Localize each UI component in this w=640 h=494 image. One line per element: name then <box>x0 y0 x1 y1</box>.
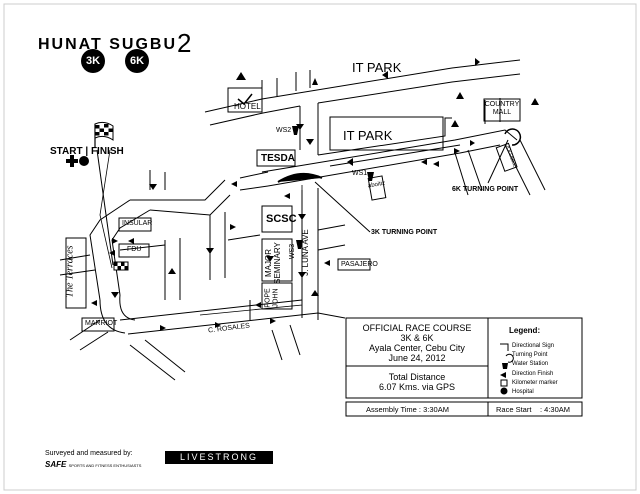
surveyed-by: Surveyed and measured by: <box>45 450 133 457</box>
legend-title: Legend: <box>509 326 541 335</box>
first-aid-icon <box>66 155 89 167</box>
title-number: 2 <box>177 28 194 58</box>
route-line <box>99 149 303 316</box>
marriott-block <box>81 317 115 332</box>
scsc-block <box>261 205 293 233</box>
label-it-park-top: IT PARK <box>352 60 402 75</box>
aboitiz-block <box>367 175 387 201</box>
label-insular: INSULAR <box>122 220 153 227</box>
badge-6k <box>125 49 149 73</box>
hotel-block <box>227 87 263 113</box>
pointer-start <box>96 149 114 266</box>
pasajero-block <box>337 258 371 271</box>
major-seminary-block <box>261 238 293 282</box>
label-tesda: TESDA <box>261 153 295 164</box>
legend-list: Directional Sign Turning Point Water Sta… <box>512 343 558 396</box>
livestrong-logo <box>165 451 273 464</box>
info-course: OFFICIAL RACE COURSE 3K & 6K Ayala Cente… <box>362 323 472 363</box>
pope-john-block <box>261 282 293 310</box>
times-box <box>345 401 583 417</box>
turn-3k-marker <box>277 172 323 183</box>
jollibee-block <box>495 142 518 172</box>
badge-3k <box>81 49 105 73</box>
terraces-block <box>65 237 87 309</box>
it-park-block <box>329 116 444 151</box>
label-scsc: SCSC <box>266 213 297 225</box>
label-fdu: FDU <box>127 246 142 253</box>
label-start-finish: START | FINISH <box>50 146 124 157</box>
label-ws1: WS1 <box>352 170 368 177</box>
info-box <box>345 317 583 399</box>
checkered-flag-icon <box>94 121 114 148</box>
title-main: HUNAT SUGBU <box>38 36 178 53</box>
label-terraces: The Terraces <box>64 245 76 298</box>
assembly-time: Assembly Time : 3:30AM <box>366 405 449 414</box>
hotel-icon <box>237 93 253 106</box>
label-pasajero: PASAJERO <box>341 261 378 268</box>
label-hotel: HOTEL <box>234 102 261 111</box>
pointer-6k <box>487 139 509 184</box>
race-start-label: Race Start <box>496 405 532 414</box>
label-j-luna: J. LUNA AVE <box>300 229 310 276</box>
livestrong-text: LIVESTRONG <box>179 452 258 462</box>
badge-6k-label: 6K <box>129 55 145 67</box>
finish-line <box>113 261 129 271</box>
legend-icons <box>500 343 514 395</box>
badge-3k-label: 3K <box>85 55 101 67</box>
label-ws2: WS2 <box>276 127 292 134</box>
direction-arrows <box>91 58 539 331</box>
water-station-icons <box>292 126 374 249</box>
country-mall-block <box>483 98 521 122</box>
insular-block <box>118 217 152 232</box>
label-marriott: MARRIOT <box>85 320 118 327</box>
pointer-3k <box>314 181 371 233</box>
info-distance: Total Distance 6.07 Kms. via GPS <box>378 372 456 392</box>
page-frame <box>3 3 637 491</box>
label-it-park-block: IT PARK <box>343 128 393 143</box>
event-title: HUNAT SUGBU2 <box>38 28 194 59</box>
label-ws3: WS3 <box>289 243 297 260</box>
tesda-block <box>256 149 296 167</box>
label-6k-turn: 6K TURNING POINT <box>452 186 519 193</box>
label-3k-turn: 3K TURNING POINT <box>371 229 438 236</box>
race-start-value: : 4:30AM <box>540 405 571 414</box>
safe-logo: SAFE SPORTS AND FITNESS ENTHUSIASTS <box>45 460 142 469</box>
turn-6k-marker <box>504 128 522 146</box>
